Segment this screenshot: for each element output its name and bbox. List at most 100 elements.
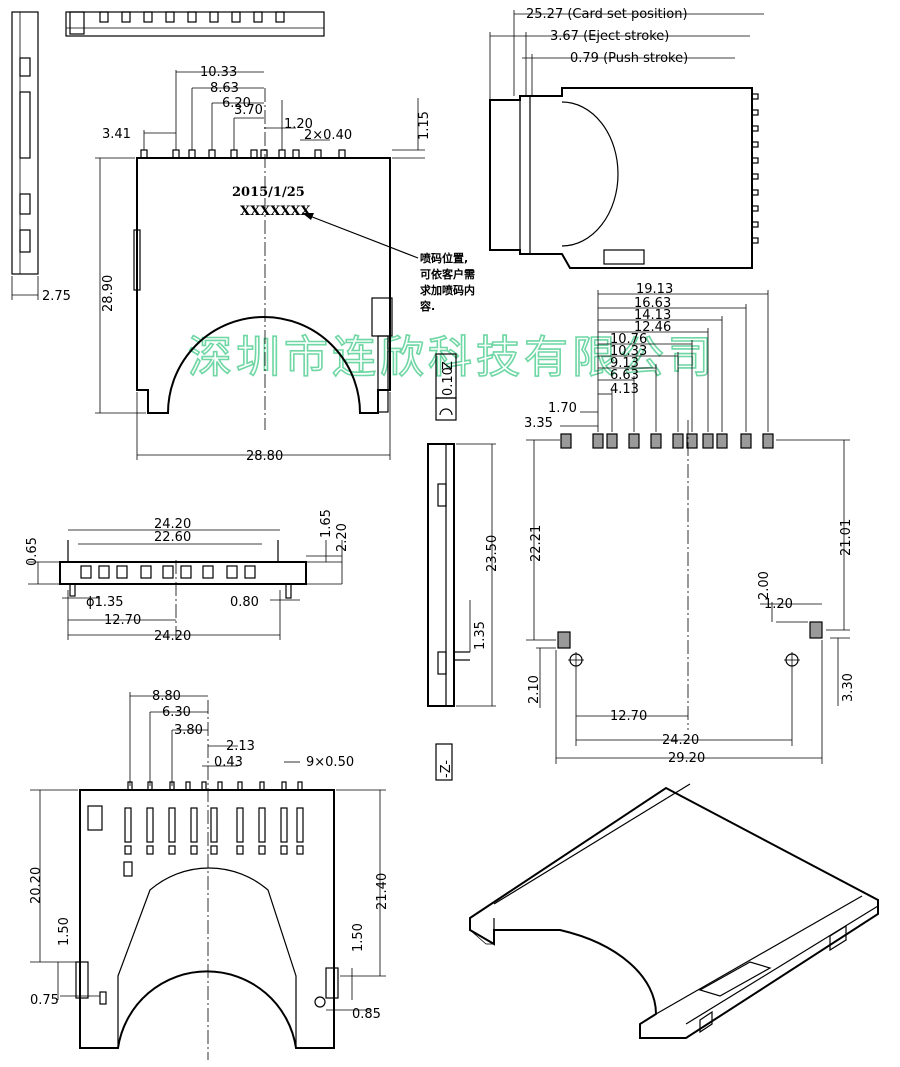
bottom-view-pin: [217, 781, 223, 791]
pcb-dim-label: 14.13: [634, 308, 671, 323]
z-view-box: 0.10: [441, 367, 456, 396]
front-view-pin: [244, 565, 256, 579]
bottom-view-pin: [281, 781, 287, 791]
top-view-pin: [292, 149, 300, 159]
bottom-view-pin: [259, 781, 265, 791]
bottom-view-slot-foot: [146, 845, 154, 855]
pcb-dim-label: 12.46: [634, 320, 671, 335]
pcb-pad: [560, 433, 572, 449]
front-view-pin: [140, 565, 152, 579]
dim-front-inner: 22.60: [154, 530, 191, 545]
bottom-view-slot-foot: [124, 845, 132, 855]
dim-front-base: 24.20: [154, 629, 191, 644]
bottom-view-slot-foot: [123, 861, 133, 877]
bottom-view-slot: [296, 807, 304, 843]
dim-top-6-20: 6.20: [222, 96, 251, 111]
dim-top-height: 28.90: [101, 275, 116, 312]
note-line-3: 求加喷码内: [420, 283, 475, 297]
note-line-1: 喷码位置,: [420, 251, 468, 265]
dim-eject: 3.67 (Eject stroke): [550, 29, 669, 44]
bottom-view-slot: [258, 807, 266, 843]
pcb-pad: [650, 433, 662, 449]
dim-card-set: 25.27 (Card set position): [526, 7, 688, 22]
dim-top-left: 3.41: [102, 127, 131, 142]
dim-bottom-peg-right: 0.85: [352, 1007, 381, 1022]
dim-bottom-3-80: 3.80: [174, 723, 203, 738]
stamp-date: 2015/1/25: [232, 185, 305, 200]
dim-front-leg: 0.80: [230, 595, 259, 610]
side-view-pin: [751, 237, 759, 244]
side-view-pin: [751, 189, 759, 196]
side-view-pin: [751, 205, 759, 212]
bottom-view-slot: [236, 807, 244, 843]
top-view-pin: [172, 149, 180, 159]
bottom-view-slot: [168, 807, 176, 843]
top-view-pin: [208, 149, 216, 159]
top-edge-pin: [165, 11, 175, 23]
dim-pcb-total: 29.20: [668, 751, 705, 766]
pcb-dim-label: 10.76: [610, 332, 647, 347]
bottom-view-slot: [146, 807, 154, 843]
bottom-view-slot-foot: [168, 845, 176, 855]
bottom-view-slot: [280, 807, 288, 843]
front-view-pin: [116, 565, 128, 579]
top-edge-pin: [187, 11, 197, 23]
z-view-label: -Z-: [439, 760, 454, 778]
top-edge-pin: [143, 11, 153, 23]
dim-pcb-pad-h: 2.00: [757, 571, 772, 600]
dim-bottom-2-13: 2.13: [226, 739, 255, 754]
dim-bottom-right: 21.40: [375, 873, 390, 910]
top-view: 2015/1/25 XXXXXXX 喷码位置, 可依客户需 求加喷码内 容. 1…: [95, 65, 475, 464]
pcb-pad: [702, 433, 714, 449]
top-view-pin: [314, 149, 322, 159]
front-view-pin: [80, 565, 92, 579]
side-strip-view: 2.75: [11, 11, 71, 304]
pcb-pad: [686, 433, 698, 449]
dim-bottom-left: 20.20: [29, 867, 44, 904]
dim-push: 0.79 (Push stroke): [570, 51, 688, 66]
side-view-pin: [751, 125, 759, 132]
bottom-view-slot-foot: [210, 845, 218, 855]
pcb-pad: [672, 433, 684, 449]
bottom-view-slot: [190, 807, 198, 843]
front-view-pin: [202, 565, 214, 579]
dim-front-half: 12.70: [104, 613, 141, 628]
front-view-pin: [162, 565, 174, 579]
isometric-view: [469, 783, 879, 1039]
bottom-view-slot-foot: [280, 845, 288, 855]
top-view-pin: [278, 149, 286, 159]
top-edge-view: [65, 11, 325, 37]
dim-pcb-left: 22.21: [529, 525, 544, 562]
dim-pcb-hole-left: 2.10: [527, 675, 542, 704]
pcb-pad: [628, 433, 640, 449]
pcb-pad: [762, 433, 774, 449]
front-view-peg: [69, 583, 76, 597]
top-edge-pin: [209, 11, 219, 23]
pcb-dim-label: 10.33: [610, 344, 647, 359]
dim-pcb-half: 12.70: [610, 709, 647, 724]
z-view: Z 0.10 23.50 1.35 -Z-: [427, 353, 500, 781]
note-line-4: 容.: [419, 299, 435, 313]
stamp-code: XXXXXXX: [240, 204, 312, 219]
front-view: 24.20 22.60 1.65 2.20 0.65 ϕ1.35 0.80 12…: [25, 509, 350, 644]
bottom-view-pin: [237, 781, 243, 791]
pcb-layout: 19.1316.6314.1312.4610.7610.339.136.634.…: [524, 282, 856, 766]
watermark: 深圳市连欣科技有限公司: [188, 332, 716, 383]
dim-front-peg: ϕ1.35: [86, 595, 124, 610]
top-edge-pin: [231, 11, 241, 23]
dim-bottom-tab-left: 1.50: [57, 917, 72, 946]
pcb-dim-label: 6.63: [610, 368, 639, 383]
top-edge-pin: [121, 11, 131, 23]
dim-front-outer: 24.20: [154, 517, 191, 532]
dim-top-pins: 2×0.40: [304, 128, 352, 143]
dim-top-8-63: 8.63: [210, 81, 239, 96]
bottom-view: 8.80 6.30 3.80 2.13 0.43 9×0.50 20.20 21…: [29, 689, 390, 1060]
dim-top-3-70: 3.70: [234, 103, 263, 118]
bottom-view-slot: [210, 807, 218, 843]
dim-top-corner: 1.15: [417, 111, 432, 140]
side-view: 25.27 (Card set position) 3.67 (Eject st…: [489, 7, 764, 269]
top-edge-pin: [99, 11, 109, 23]
dim-pcb-pad-w: 1.20: [764, 597, 793, 612]
dim-z-length: 23.50: [485, 535, 500, 572]
